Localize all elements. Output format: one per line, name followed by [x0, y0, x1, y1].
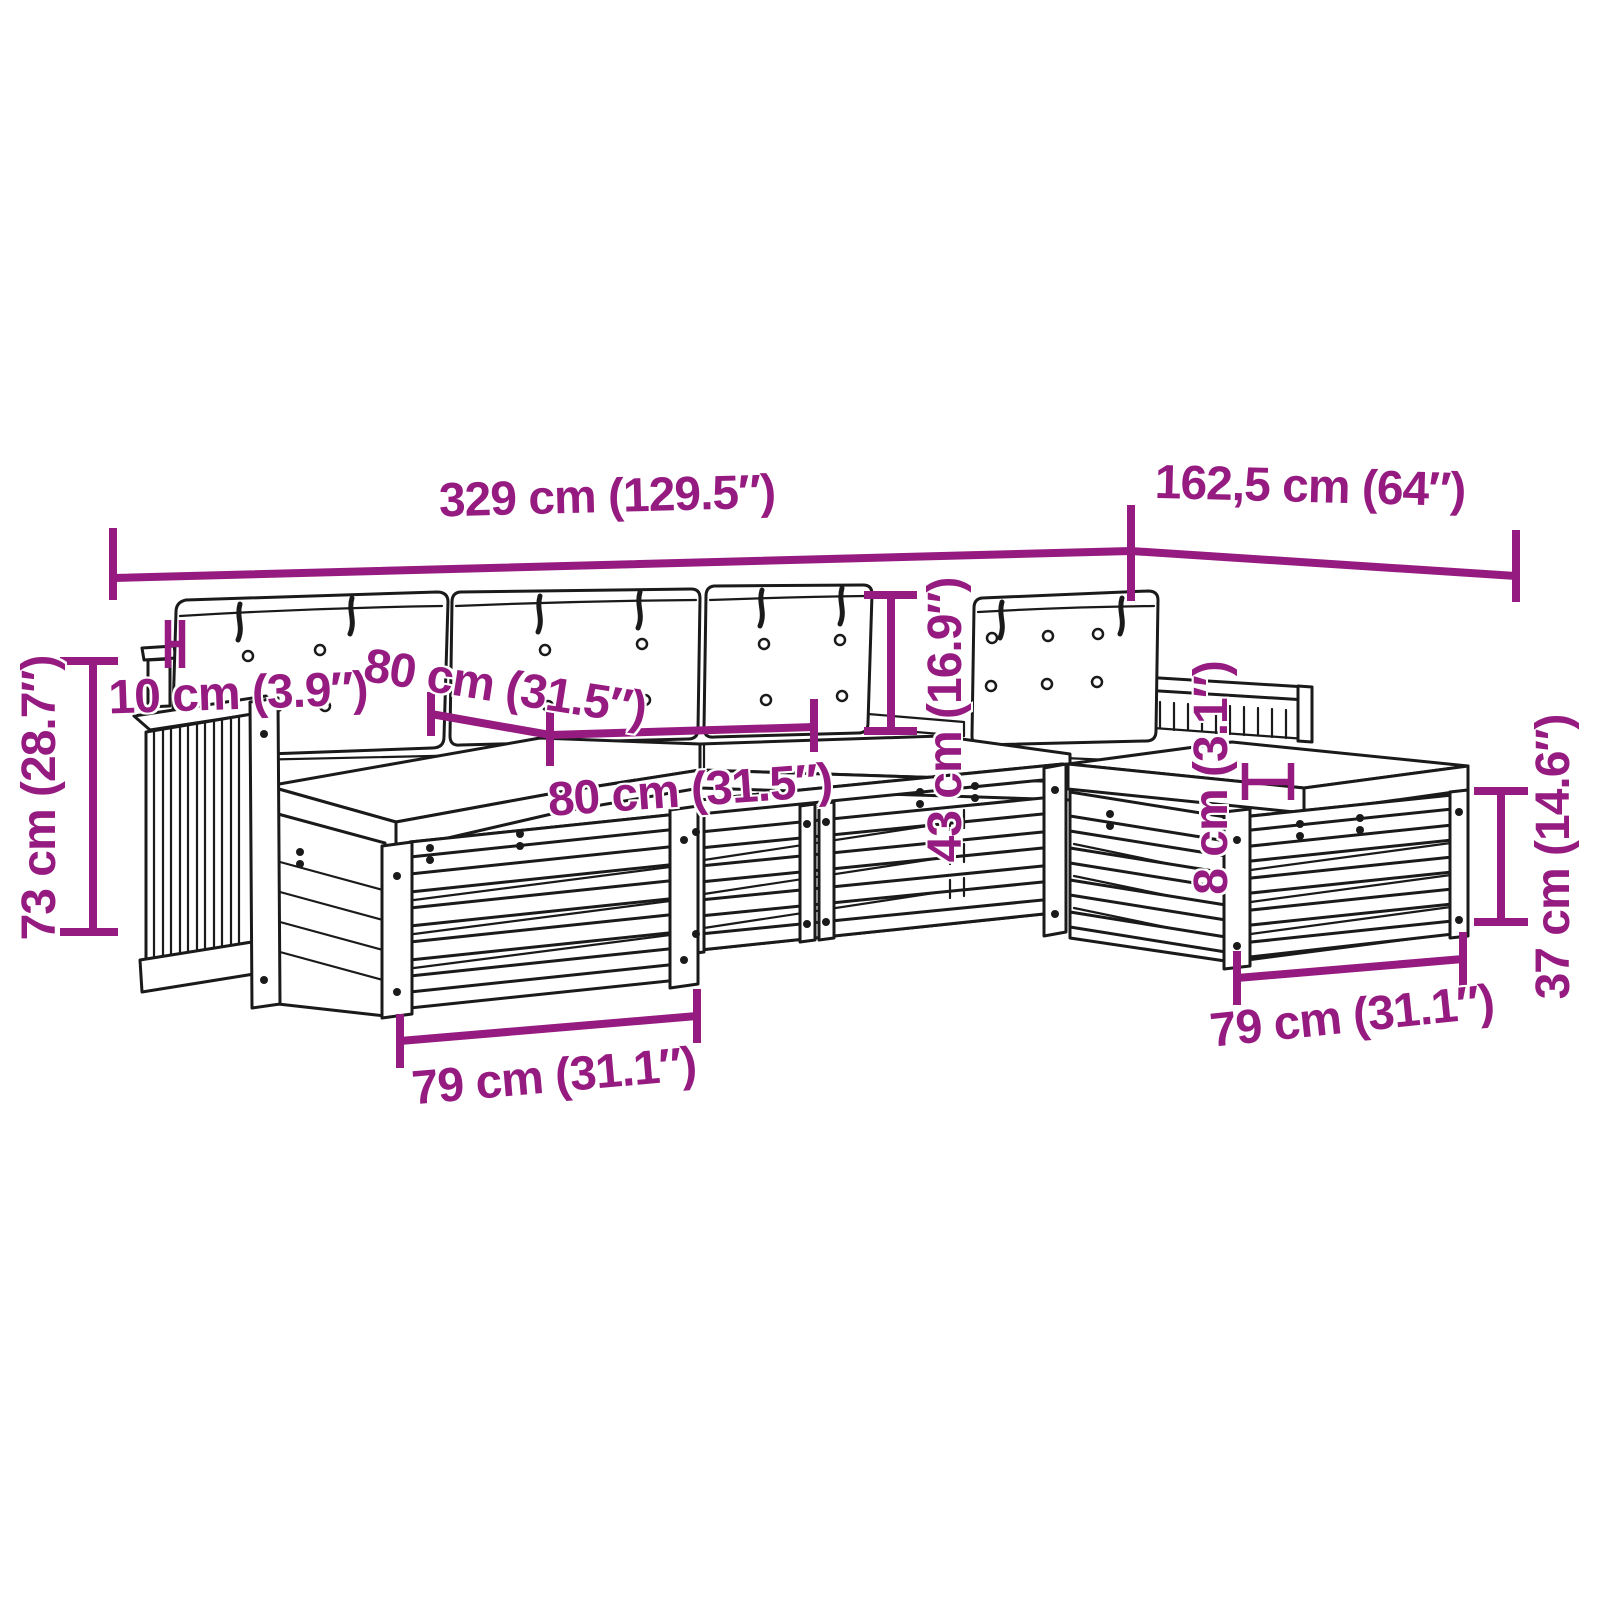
left-ottoman-base — [276, 804, 700, 1020]
middle-base — [686, 762, 1068, 956]
bolt-dots — [260, 730, 1463, 996]
dim-label-overall-height: 73 cm (28.7″) — [13, 655, 66, 941]
seat-cushions — [266, 734, 1470, 852]
dimension-lines — [60, 505, 1528, 1068]
left-armrest-panel — [132, 694, 282, 1010]
dim-label-seat-cushion-thickness: 8 cm (3.1″) — [1185, 661, 1238, 895]
right-back-rail — [1124, 674, 1314, 744]
dim-label-back-cushion-height: 43 cm (16.9″) — [919, 577, 972, 863]
right-chaise-base — [1068, 788, 1470, 971]
